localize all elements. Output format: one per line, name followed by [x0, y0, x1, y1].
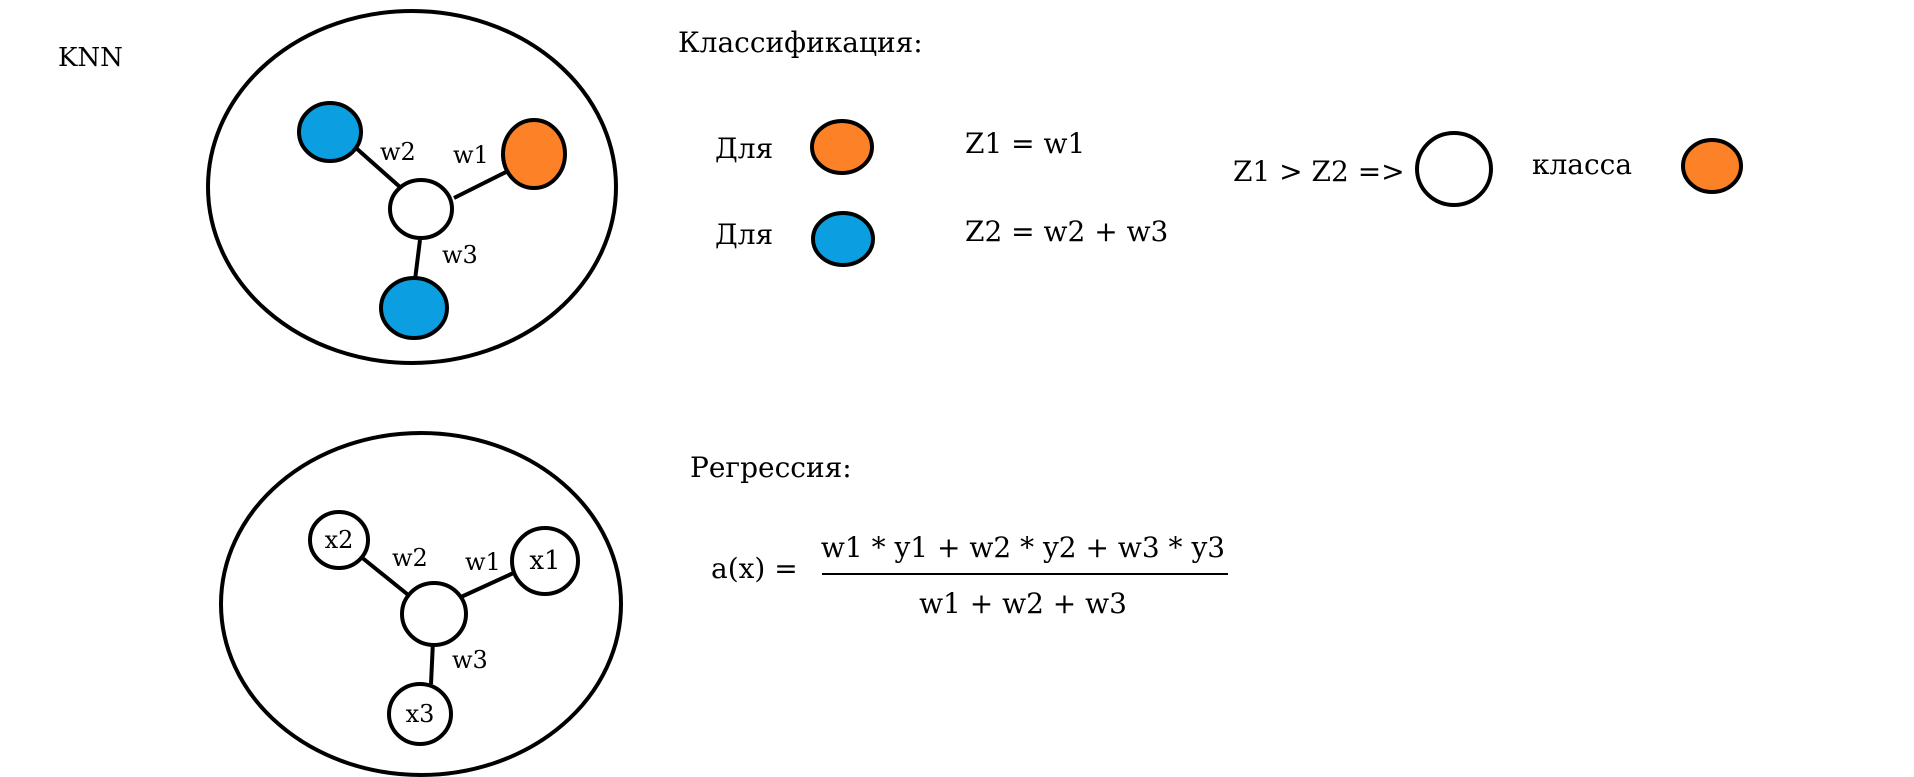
regression-heading: Регрессия: — [690, 451, 852, 484]
neighbor-blue-node — [297, 101, 363, 163]
blue-class-swatch — [811, 211, 875, 267]
z1-formula: Z1 = w1 — [965, 127, 1085, 160]
edge-w3 — [429, 640, 435, 685]
edge-w2 — [358, 554, 414, 600]
edge-w1 — [460, 568, 521, 599]
neighbor-node-x1 — [510, 526, 580, 596]
formula-lhs: a(x) = — [711, 552, 798, 585]
query-result-node — [1415, 131, 1493, 207]
node-label-x2: x2 — [325, 526, 354, 554]
classification-heading: Классификация: — [678, 26, 923, 59]
orange-class-swatch — [810, 119, 874, 175]
edge-label-w1: w1 — [465, 548, 501, 576]
edge-label-w3: w3 — [452, 646, 488, 674]
class-word: класса — [1532, 148, 1632, 181]
query-node — [388, 178, 454, 240]
z2-formula: Z2 = w2 + w3 — [965, 215, 1168, 248]
query-node — [400, 581, 468, 647]
neighbor-blue-node — [379, 276, 449, 340]
node-label-x3: x3 — [406, 700, 435, 728]
neighbor-node-x3 — [387, 682, 453, 746]
class-row2-label: Для — [715, 218, 773, 251]
node-label-x1: x1 — [529, 546, 560, 576]
classification-panel: w2 w1 w3 — [206, 9, 618, 365]
neighbor-orange-node — [501, 118, 567, 190]
edge-label-w3: w3 — [442, 241, 478, 269]
regression-panel: x2 x1 x3 w2 w1 w3 — [219, 431, 623, 777]
formula-denominator: w1 + w2 + w3 — [919, 587, 1127, 620]
class-row1-label: Для — [715, 132, 773, 165]
neighbor-node-x2 — [308, 510, 370, 570]
formula-numerator: w1 * y1 + w2 * y2 + w3 * y3 — [821, 531, 1225, 564]
comparison-condition: Z1 > Z2 => — [1233, 155, 1405, 188]
diagram-title: KNN — [58, 43, 123, 73]
edge-w3 — [413, 239, 422, 281]
result-class-swatch — [1681, 138, 1743, 194]
edge-w1 — [453, 168, 511, 200]
edge-label-w2: w2 — [392, 544, 428, 572]
edge-label-w1: w1 — [453, 141, 489, 169]
edge-label-w2: w2 — [380, 138, 416, 166]
